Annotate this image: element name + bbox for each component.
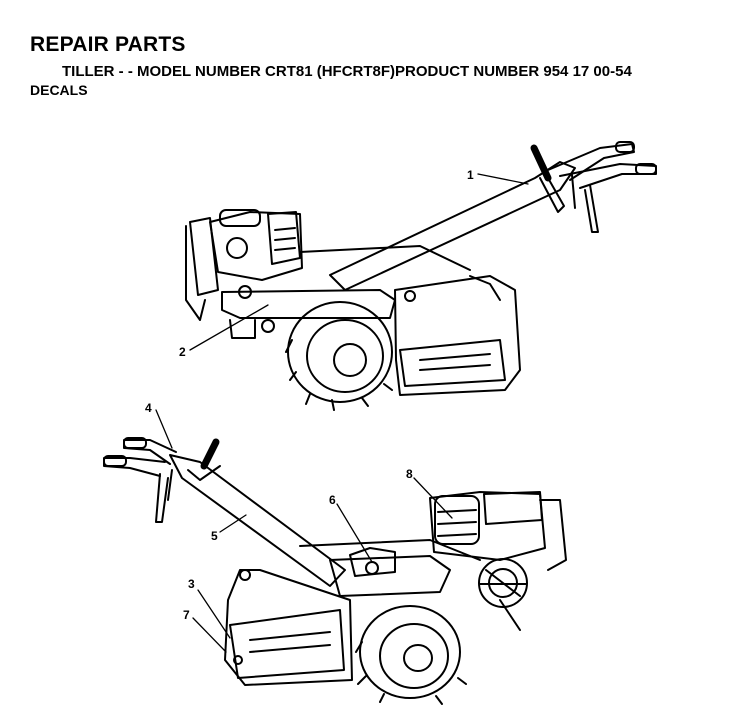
- callout-numbers: 1 2 3 4 5 6 7 8: [145, 168, 474, 622]
- callout-2: 2: [179, 345, 186, 359]
- lower-tine-shield: [224, 569, 353, 686]
- leader-7: [192, 617, 227, 653]
- lower-engine: [429, 491, 567, 608]
- upper-tine-shield: [394, 275, 521, 396]
- section-heading: DECALS: [30, 82, 88, 98]
- page-title: REPAIR PARTS: [30, 33, 186, 56]
- callout-6: 6: [329, 493, 336, 507]
- upper-wheel: [285, 301, 393, 411]
- leader-6: [336, 503, 373, 563]
- tiller-lower-view: [103, 437, 567, 705]
- lower-handlebar: [103, 437, 346, 587]
- callout-3: 3: [188, 577, 195, 591]
- leader-1: [477, 173, 529, 185]
- callout-8: 8: [406, 467, 413, 481]
- page-subtitle: TILLER - - MODEL NUMBER CRT81 (HFCRT8F)P…: [62, 63, 632, 80]
- tiller-upper-view: [185, 141, 657, 411]
- upper-engine: [185, 209, 303, 321]
- leader-4: [155, 409, 173, 449]
- callout-1: 1: [467, 168, 474, 182]
- callout-5: 5: [211, 529, 218, 543]
- lower-frame: [299, 539, 521, 631]
- leader-8: [413, 477, 453, 519]
- leader-2: [189, 304, 269, 351]
- upper-frame: [221, 245, 471, 339]
- upper-handlebar: [329, 141, 657, 291]
- callout-leaders: [155, 173, 529, 653]
- callout-7: 7: [183, 608, 190, 622]
- callout-4: 4: [145, 401, 152, 415]
- leader-5: [219, 514, 247, 533]
- lower-wheel: [355, 605, 467, 705]
- leader-3: [197, 589, 231, 639]
